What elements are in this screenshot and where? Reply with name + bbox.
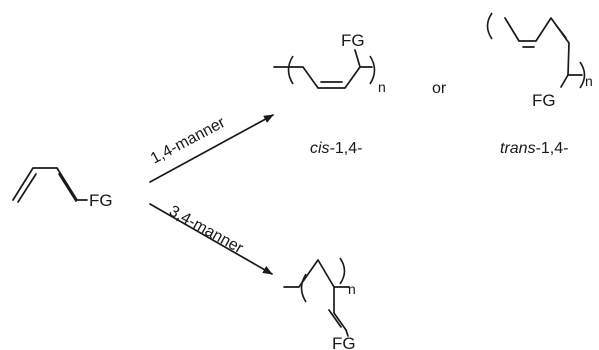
trans-fg-bond <box>560 74 569 88</box>
cis-right-paren <box>369 55 376 85</box>
trans-double-bond <box>555 24 567 39</box>
trans-caption: trans-1,4- <box>500 140 568 157</box>
cis-backbone <box>273 66 373 89</box>
trans-caption-suffix: -1,4- <box>536 140 569 157</box>
cis-left-paren <box>287 55 294 85</box>
reactant-diene: FG <box>12 167 113 210</box>
product-3-4: FG n <box>283 257 356 350</box>
cis-caption: cis-1,4- <box>310 140 362 157</box>
product-trans-1-4: FG n trans-1,4- <box>486 12 593 157</box>
diene-double-bond-1 <box>17 173 37 203</box>
arrow-3-4-label: 3,4-manner <box>166 203 246 258</box>
arrow-1-4: 1,4-manner <box>148 114 274 183</box>
diene-double-bond-2 <box>58 173 77 202</box>
cis-fg-label: FG <box>341 31 365 50</box>
arrow-1-4-label: 1,4-manner <box>148 114 229 168</box>
cis-caption-suffix: -1,4- <box>330 140 363 157</box>
trans-backbone <box>504 17 583 76</box>
cis-fg-bond <box>354 49 361 68</box>
vinyl-right-paren <box>339 257 346 285</box>
vinyl-side-chain <box>333 286 347 331</box>
product-cis-1-4: FG n cis-1,4- <box>273 31 386 157</box>
diene-skeleton <box>12 167 88 201</box>
vinyl-fg-bond <box>345 329 349 337</box>
trans-caption-prefix: trans <box>500 140 536 157</box>
reactant-fg-label: FG <box>89 191 113 210</box>
vinyl-left-paren <box>300 273 307 303</box>
trans-right-paren <box>579 61 586 89</box>
arrow-3-4-line <box>149 203 273 275</box>
arrow-1-4-line <box>149 114 274 183</box>
cis-caption-prefix: cis <box>310 140 330 157</box>
trans-fg-label: FG <box>532 91 556 110</box>
vinyl-fg-label: FG <box>332 334 356 350</box>
cis-subscript: n <box>378 79 386 95</box>
trans-subscript: n <box>585 73 593 89</box>
vinyl-backbone <box>283 259 350 288</box>
vinyl-double-bond <box>328 309 342 328</box>
or-label: or <box>432 80 447 97</box>
trans-left-paren <box>486 12 493 40</box>
vinyl-subscript: n <box>348 281 356 297</box>
arrow-3-4: 3,4-manner <box>149 203 273 275</box>
